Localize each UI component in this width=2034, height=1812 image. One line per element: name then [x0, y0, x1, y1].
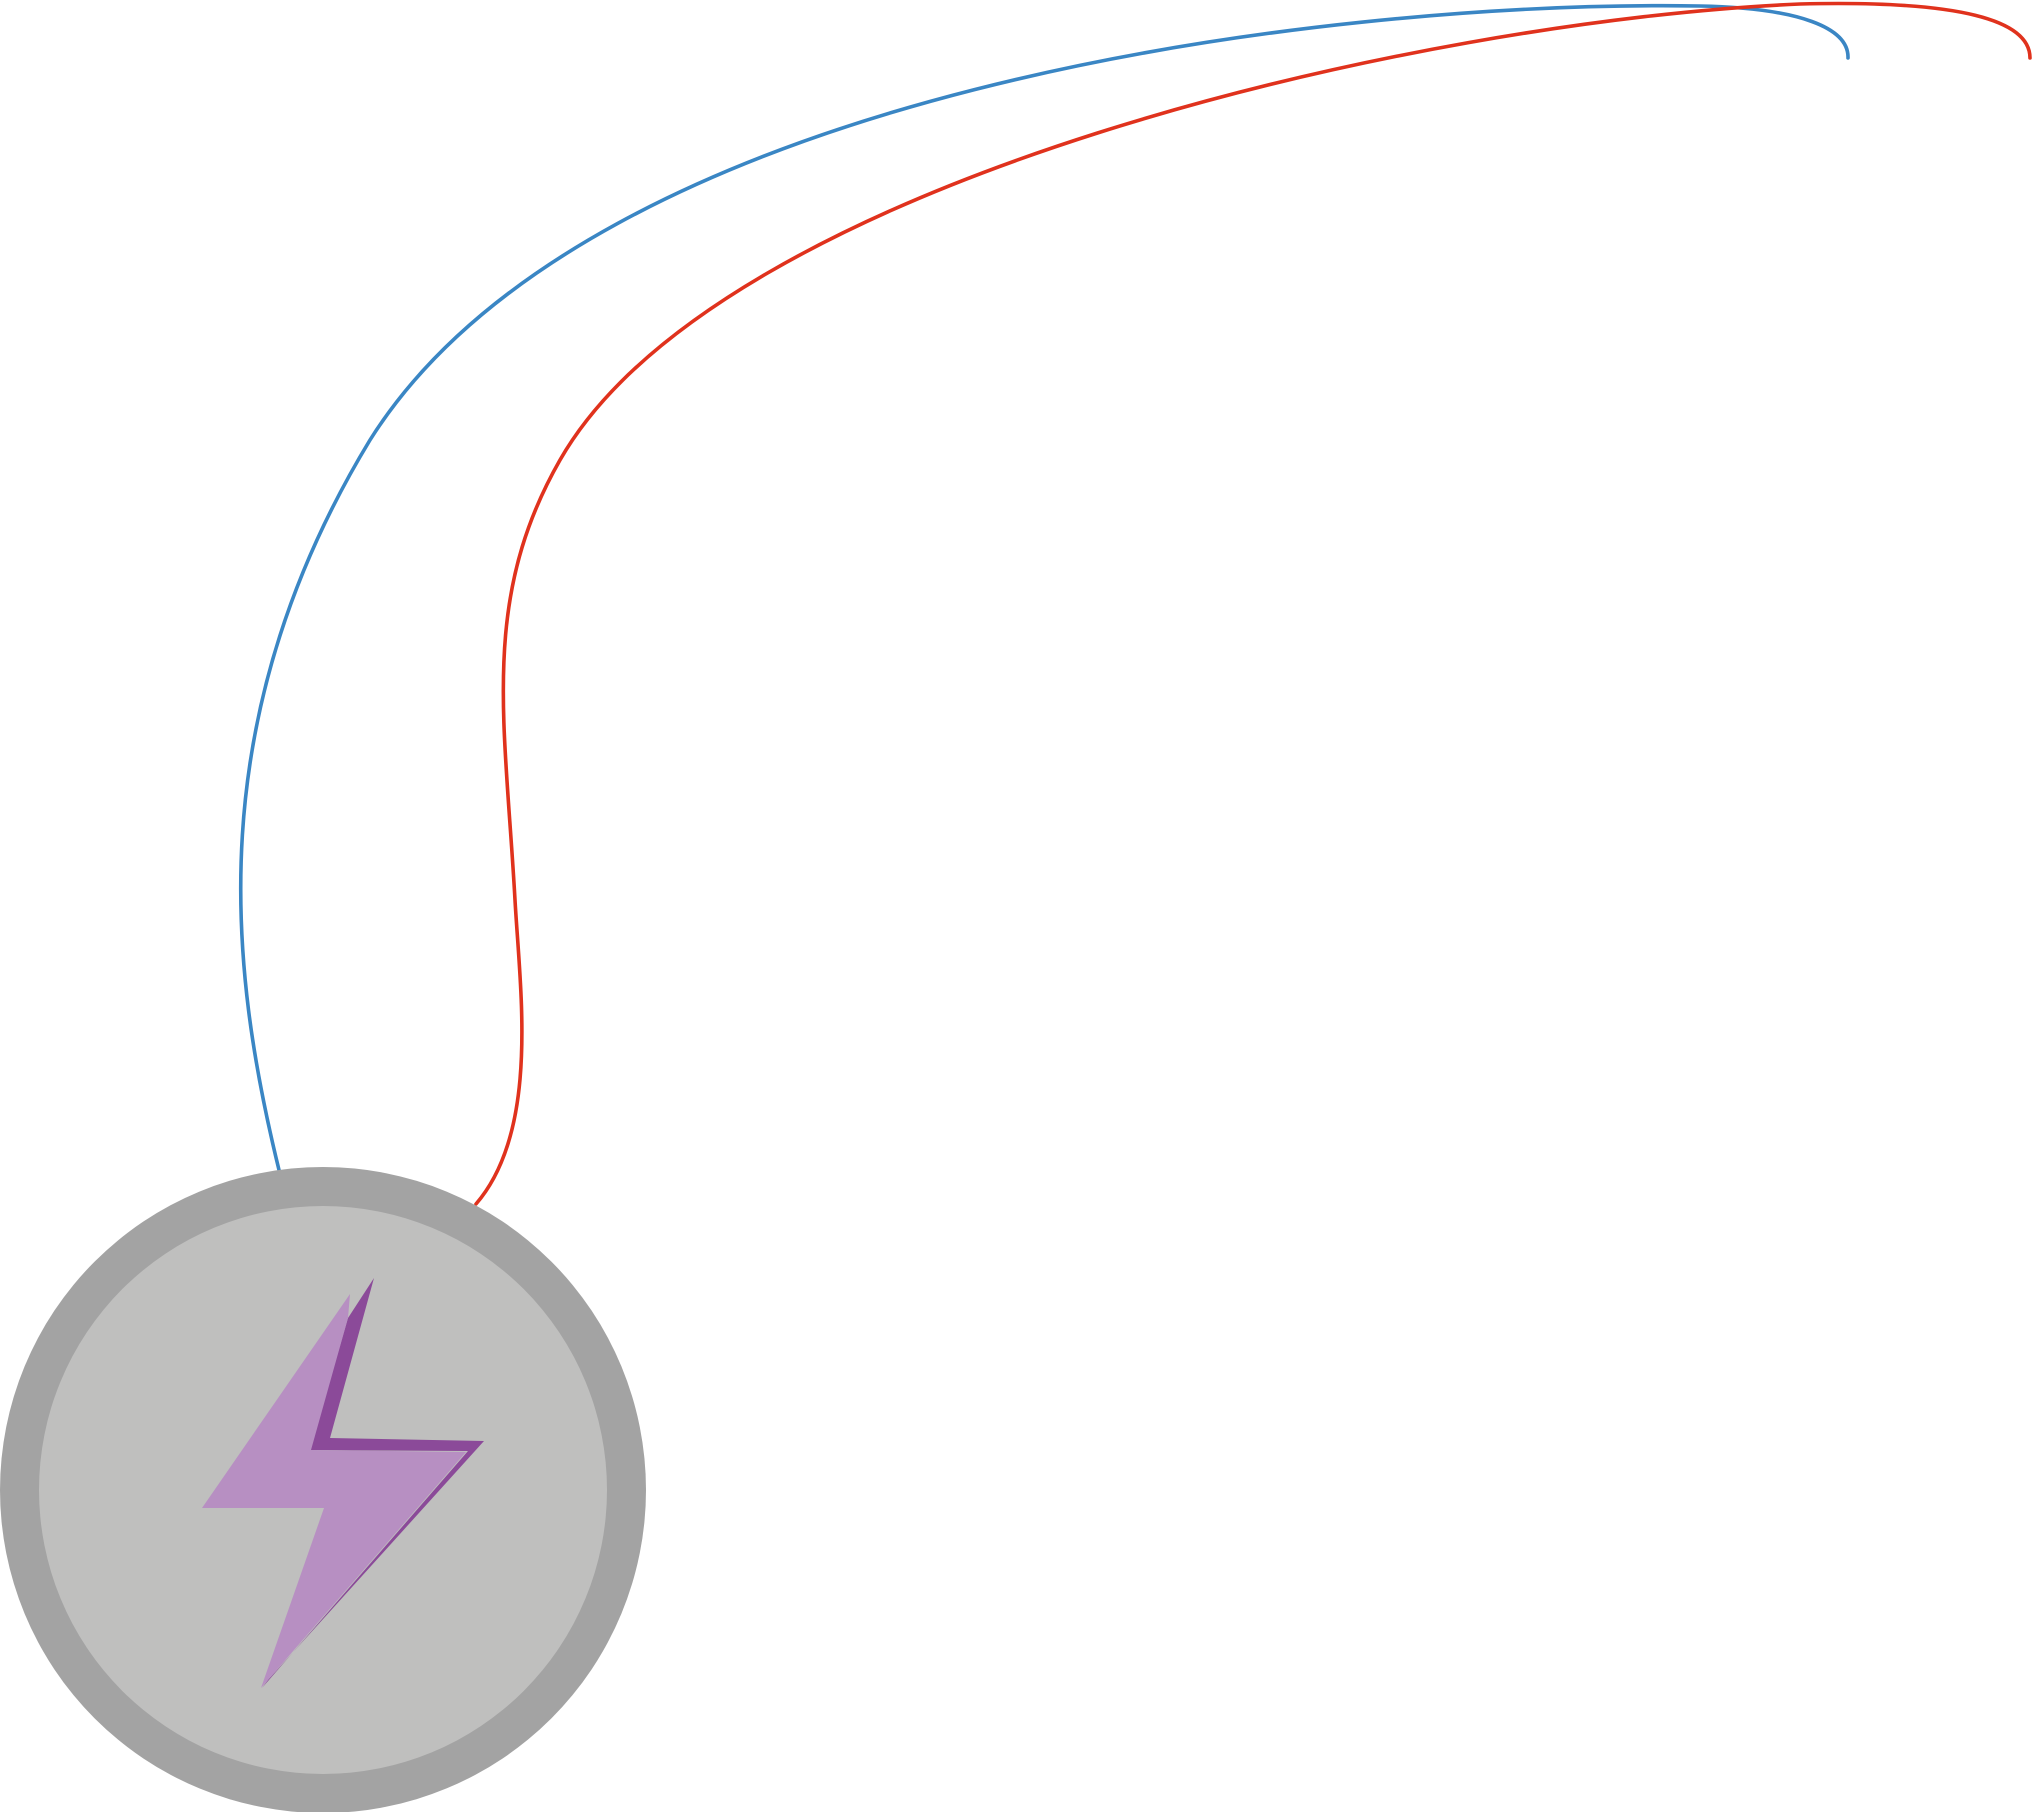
blue-lead-wire [238, 3, 1850, 1172]
lightning-bolt-face [202, 1294, 466, 1688]
red-lead-wire [474, 1, 2032, 1206]
lightning-bolt-icon [202, 1278, 484, 1688]
